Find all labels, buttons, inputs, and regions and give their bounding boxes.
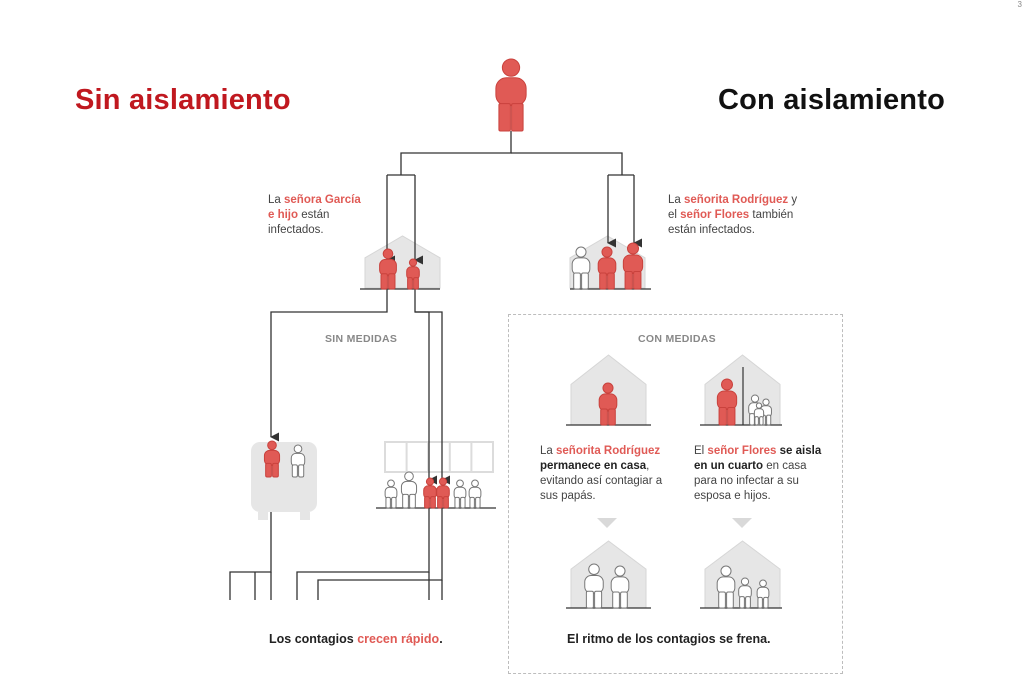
bottom-caption-slows-down: El ritmo de los contagios se frena.	[567, 632, 771, 646]
person-healthy-icon	[571, 246, 591, 290]
connector-line	[400, 131, 512, 175]
caption-isolates-room: El señor Flores se aisla en un cuarto en…	[694, 445, 822, 502]
caption-garcia-name: señora García	[284, 194, 361, 206]
caption-stays-home: La señorita Rodríguez permanece en casa,…	[540, 445, 663, 502]
corner-mark: 3	[1017, 0, 1022, 9]
connector-line	[415, 311, 451, 485]
section-label-without-measures: SIN MEDIDAS	[325, 333, 398, 345]
person-family-icon	[753, 402, 765, 426]
section-label-with-measures: CON MEDIDAS	[638, 333, 716, 345]
person-parent-icon	[584, 563, 604, 609]
connector-line	[414, 289, 438, 485]
person-child-icon	[756, 579, 770, 609]
person-wife-icon	[716, 565, 736, 609]
arrow-down-icon	[732, 518, 752, 528]
bus-icon	[251, 442, 317, 520]
person-child-icon	[738, 577, 752, 609]
connector-line	[229, 512, 272, 600]
house-parents-icon	[570, 540, 647, 609]
bottom-caption-fast-growth: Los contagios crecen rápido.	[269, 632, 443, 646]
person-bus-infected-icon	[263, 440, 281, 478]
person-senor-flores-icon	[622, 242, 644, 290]
connector-line	[511, 152, 623, 175]
caption-rodriguez-flores: La señorita Rodríguez y el señor Flores …	[668, 194, 798, 236]
person-school-healthy-icon	[453, 479, 467, 509]
person-senora-garcia-icon	[379, 248, 397, 290]
connector-line	[317, 508, 443, 600]
person-bus-healthy-icon	[290, 444, 306, 478]
person-school-healthy-icon	[384, 479, 398, 509]
person-hijo-icon	[406, 258, 420, 290]
person-school-healthy-icon	[468, 479, 482, 509]
source-person-icon	[495, 58, 527, 132]
person-senorita-rodriguez-icon	[597, 246, 617, 290]
school-icon	[384, 441, 494, 473]
title-without-isolation: Sin aislamiento	[75, 84, 291, 116]
person-flores-isolated-icon	[716, 378, 738, 426]
title-with-isolation: Con aislamiento	[718, 84, 945, 116]
person-rodriguez-home-icon	[598, 382, 618, 426]
arrow-down-icon	[597, 518, 617, 528]
house-garcia-icon	[364, 235, 441, 289]
person-school-healthy-icon	[400, 471, 418, 509]
connector-line	[296, 508, 430, 600]
person-school-infected-icon	[436, 477, 450, 509]
person-parent-icon	[610, 565, 630, 609]
person-school-infected-icon	[423, 477, 437, 509]
caption-garcia: La señora García e hijo están infectados…	[268, 194, 361, 236]
connector-line	[270, 289, 388, 442]
